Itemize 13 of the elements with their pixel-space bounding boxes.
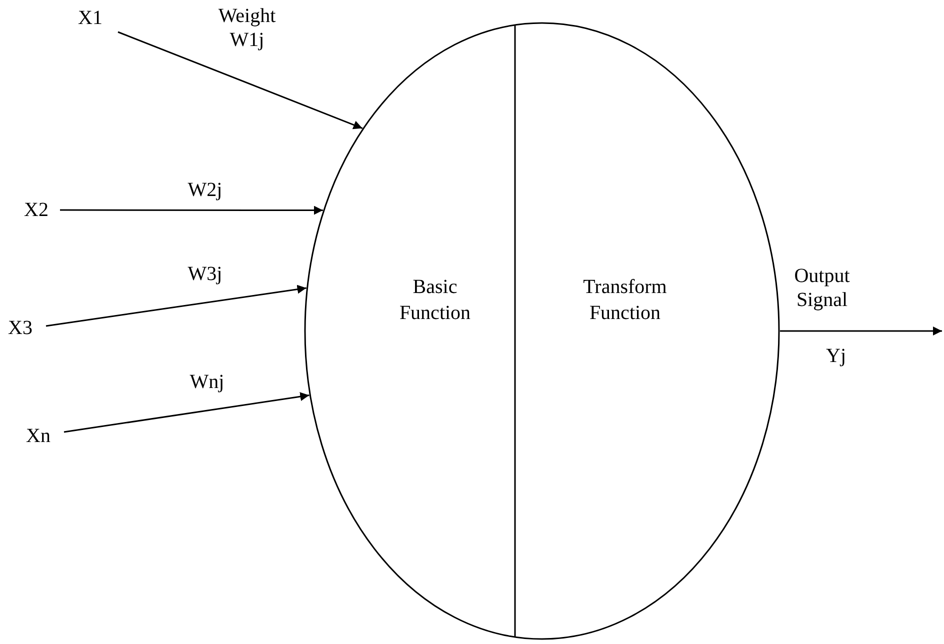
arrow — [60, 206, 323, 215]
input-label: X2 — [24, 198, 48, 222]
function-label: Transform Function — [582, 275, 668, 326]
neuron-ellipse — [304, 22, 780, 640]
arrow — [780, 326, 942, 336]
arrow — [46, 284, 306, 327]
signal-label: Yj — [826, 344, 846, 368]
arrow — [64, 392, 310, 433]
input-label: X3 — [8, 316, 32, 340]
function-label: Basic Function — [398, 275, 472, 326]
input-label: X1 — [78, 6, 102, 30]
input-label: Xn — [26, 424, 50, 448]
arrow — [118, 31, 363, 130]
